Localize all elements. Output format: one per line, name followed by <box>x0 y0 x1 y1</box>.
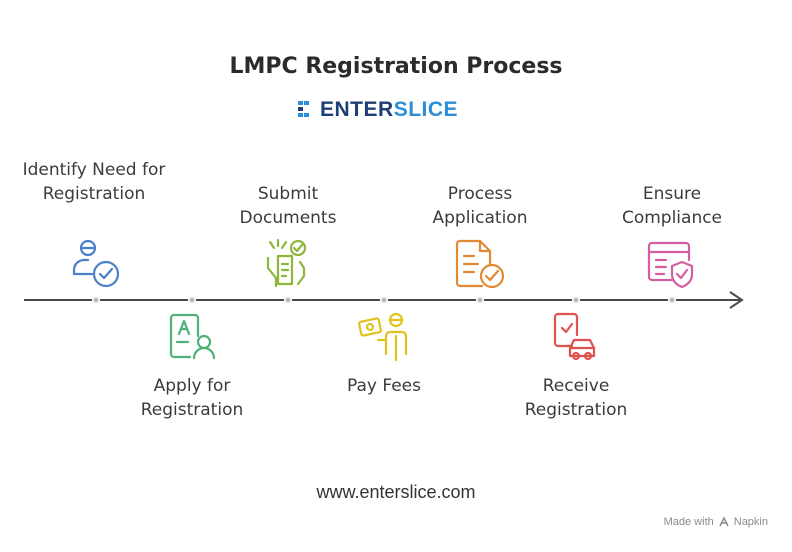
logo-text-enter: ENTER <box>320 98 394 121</box>
document-submit-icon <box>266 238 307 288</box>
made-with-napkin: Made with Napkin <box>664 516 768 528</box>
step-label-submit-documents: Submit Documents <box>239 184 337 228</box>
form-person-icon <box>169 313 216 360</box>
step-label-apply: Apply for Registration <box>140 376 244 420</box>
footer-url: www.enterslice.com <box>316 482 476 502</box>
logo-text-slice: SLICE <box>393 98 459 121</box>
step-label-pay-fees: Pay Fees <box>347 376 421 396</box>
step-label-ensure-compliance: Ensure Compliance <box>621 184 723 228</box>
step-label-identify-need: Identify Need for Registration <box>22 160 166 204</box>
napkin-brand-text: Napkin <box>733 516 768 528</box>
document-check-icon <box>455 239 505 289</box>
step-label-process-application: Process Application <box>432 184 528 228</box>
person-check-icon <box>72 239 120 288</box>
logo-mark-icon <box>298 101 309 117</box>
phone-car-icon <box>553 312 596 361</box>
step-label-receive-registration: Receive Registration <box>524 376 628 420</box>
page-title: LMPC Registration Process <box>229 54 563 79</box>
money-person-icon <box>358 312 408 362</box>
timeline-arrow-icon <box>729 291 744 309</box>
made-with-text: Made with <box>663 516 714 528</box>
timeline-ticks <box>92 296 676 304</box>
certificate-shield-icon <box>647 241 694 289</box>
napkin-logo-icon <box>719 516 729 527</box>
